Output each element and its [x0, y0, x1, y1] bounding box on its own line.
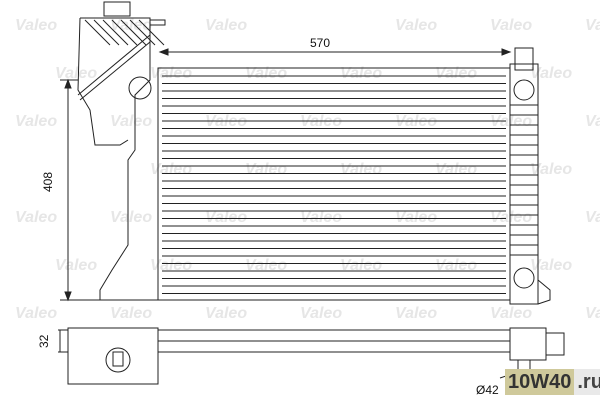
site-logo: 10W40 .ru — [505, 369, 600, 395]
valeo-watermark: Valeo — [395, 17, 437, 34]
logo-tld: .ru — [574, 369, 600, 395]
thickness-dimension: 32 — [37, 334, 51, 348]
valeo-watermark: Valeo — [395, 305, 437, 322]
hatch-line — [129, 19, 156, 46]
valeo-watermark: Valeo — [15, 209, 57, 226]
valeo-watermark: Valeo — [245, 65, 287, 82]
valeo-watermark: Valeo — [395, 209, 437, 226]
valeo-watermark: Valeo — [245, 161, 287, 178]
valeo-watermark: Valeo — [110, 17, 152, 34]
valeo-watermark: Valeo — [585, 113, 600, 130]
right-tank — [509, 47, 551, 305]
hatch-line — [120, 19, 147, 46]
height-dimension: 408 — [41, 172, 55, 192]
valeo-watermarks: ValeoValeoValeoValeoValeoValeoValeoValeo… — [15, 17, 600, 322]
valeo-watermark: Valeo — [15, 17, 57, 34]
valeo-watermark: Valeo — [340, 161, 382, 178]
valeo-watermark: Valeo — [585, 17, 600, 34]
valeo-watermark: Valeo — [490, 209, 532, 226]
valeo-watermark: Valeo — [245, 257, 287, 274]
valeo-watermark: Valeo — [585, 305, 600, 322]
valeo-watermark: Valeo — [435, 65, 477, 82]
valeo-watermark: Valeo — [490, 113, 532, 130]
valeo-watermark: Valeo — [15, 305, 57, 322]
bottom-view — [67, 327, 565, 385]
valeo-watermark: Valeo — [300, 209, 342, 226]
hatch-line — [84, 19, 111, 46]
width-dimension: 570 — [310, 36, 330, 50]
logo-main: 10W40 — [505, 369, 575, 395]
valeo-watermark: Valeo — [55, 257, 97, 274]
pipe-diameter-dimension: Ø42 — [476, 383, 499, 397]
hatch-line — [111, 19, 138, 46]
valeo-watermark: Valeo — [530, 65, 572, 82]
expansion-tank — [77, 1, 166, 301]
valeo-watermark: Valeo — [150, 257, 192, 274]
valeo-watermark: Valeo — [490, 17, 532, 34]
valeo-watermark: Valeo — [205, 17, 247, 34]
valeo-watermark: Valeo — [205, 209, 247, 226]
valeo-watermark: Valeo — [110, 305, 152, 322]
valeo-watermark: Valeo — [530, 161, 572, 178]
valeo-watermark: Valeo — [205, 305, 247, 322]
valeo-watermark: Valeo — [150, 65, 192, 82]
valeo-watermark: Valeo — [490, 305, 532, 322]
valeo-watermark: Valeo — [435, 161, 477, 178]
valeo-watermark: Valeo — [15, 113, 57, 130]
hatch-line — [102, 19, 129, 46]
valeo-watermark: Valeo — [340, 65, 382, 82]
hatch-line — [93, 19, 120, 46]
valeo-watermark: Valeo — [300, 305, 342, 322]
valeo-watermark: Valeo — [435, 257, 477, 274]
radiator-core — [157, 67, 511, 301]
valeo-watermark: Valeo — [55, 65, 97, 82]
hatch-line — [138, 19, 165, 46]
valeo-watermark: Valeo — [110, 113, 152, 130]
valeo-watermark: Valeo — [585, 209, 600, 226]
valeo-watermark: Valeo — [530, 257, 572, 274]
valeo-watermark: Valeo — [150, 161, 192, 178]
valeo-watermark: Valeo — [110, 209, 152, 226]
valeo-watermark: Valeo — [340, 257, 382, 274]
